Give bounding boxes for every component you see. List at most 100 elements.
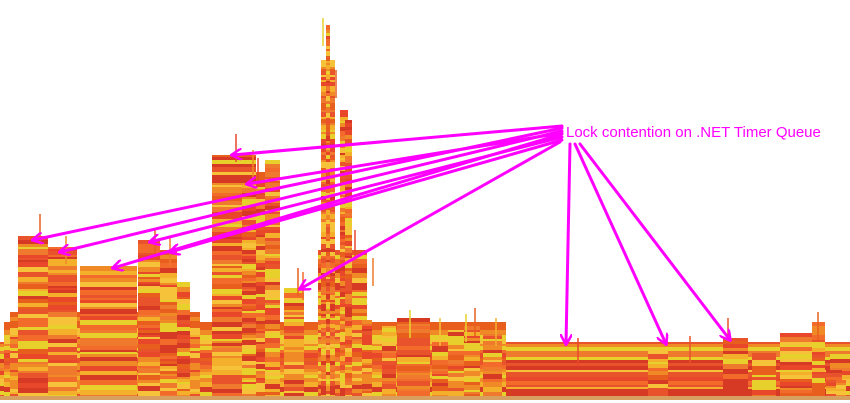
flame-tower xyxy=(345,120,352,398)
flame-frame xyxy=(326,200,330,203)
flame-frame xyxy=(212,304,256,307)
flame-frame xyxy=(362,391,372,393)
flame-frame xyxy=(242,199,256,204)
flame-frame xyxy=(648,368,668,371)
flame-frame xyxy=(212,205,256,207)
flame-frame xyxy=(138,277,160,279)
flame-frame xyxy=(256,246,265,250)
flame-frame xyxy=(48,282,77,286)
flame-frame xyxy=(242,291,256,295)
flame-frame xyxy=(138,289,160,293)
flame-frame xyxy=(80,333,137,338)
flame-tower xyxy=(18,236,48,398)
flame-frame xyxy=(212,175,256,180)
flame-frame xyxy=(326,210,330,215)
flame-frame xyxy=(177,315,190,320)
flame-frame xyxy=(80,309,137,314)
flame-frame xyxy=(326,302,330,304)
flame-frame xyxy=(448,384,464,388)
flame-frame xyxy=(326,273,330,277)
flame-frame xyxy=(723,379,748,381)
flame-frame xyxy=(345,365,352,367)
flame-frame xyxy=(340,319,348,321)
flame-frame xyxy=(448,336,464,340)
flame-frame xyxy=(723,351,748,354)
flame-frame xyxy=(212,284,256,289)
flame-frame xyxy=(265,249,280,254)
flame-frame xyxy=(397,329,430,333)
flame-frame xyxy=(326,283,330,286)
flame-frame xyxy=(242,313,256,318)
flame-frame xyxy=(138,330,160,333)
flame-frame xyxy=(138,391,160,394)
flame-frame xyxy=(345,321,352,326)
flame-frame xyxy=(340,365,348,370)
flame-frame xyxy=(256,352,265,357)
flame-frame xyxy=(382,378,396,381)
flame-frame xyxy=(326,118,330,120)
flame-frame xyxy=(18,267,48,272)
flame-frame xyxy=(242,256,256,259)
flame-frame xyxy=(362,359,372,363)
flame-frame xyxy=(242,382,256,384)
flame-frame xyxy=(284,352,304,357)
flame-frame xyxy=(326,372,330,375)
flame-frame xyxy=(340,158,348,160)
flame-frame xyxy=(138,317,160,321)
flame-frame xyxy=(345,218,352,221)
flame-tower xyxy=(648,350,668,398)
flame-frame xyxy=(345,258,352,261)
flame-frame xyxy=(780,386,815,388)
flame-frame xyxy=(18,393,48,397)
flame-frame xyxy=(48,370,77,375)
flame-frame xyxy=(160,359,177,361)
flame-frame xyxy=(242,188,256,193)
flame-frame xyxy=(48,339,77,343)
flame-frame xyxy=(284,342,304,347)
flame-frame xyxy=(648,380,668,384)
flame-frame xyxy=(256,392,265,396)
flame-frame xyxy=(242,230,256,232)
flame-frame xyxy=(48,261,77,266)
flame-frame xyxy=(483,362,502,367)
flame-frame xyxy=(80,266,137,271)
flame-frame xyxy=(160,320,177,323)
flame-frame xyxy=(284,391,304,393)
flame-frame xyxy=(483,387,502,392)
flame-frame xyxy=(265,278,280,282)
flame-frame xyxy=(448,371,464,373)
flame-frame xyxy=(265,376,280,379)
flame-frame xyxy=(212,255,256,260)
flame-frame xyxy=(284,339,304,342)
flame-frame xyxy=(345,207,352,209)
flame-frame xyxy=(177,377,190,379)
flame-frame xyxy=(48,288,77,290)
flame-frame xyxy=(340,252,348,257)
flame-frame xyxy=(340,212,348,214)
annotation-arrow xyxy=(578,142,730,340)
flame-frame xyxy=(212,268,256,272)
flame-frame xyxy=(265,362,280,367)
flame-frame xyxy=(138,380,160,383)
flame-frame xyxy=(812,383,825,388)
flame-frame xyxy=(326,391,330,394)
flame-frame xyxy=(212,366,256,370)
flame-frame xyxy=(80,298,137,300)
flame-frame xyxy=(326,386,330,391)
flame-frame xyxy=(256,282,265,286)
flame-frame xyxy=(345,388,352,391)
flame-frame xyxy=(265,227,280,230)
flame-frame xyxy=(448,351,464,355)
flame-frame xyxy=(284,365,304,369)
flame-frame xyxy=(160,302,177,305)
flame-frame xyxy=(212,346,256,348)
flame-frame xyxy=(177,320,190,324)
flame-frame xyxy=(212,227,256,232)
flame-frame xyxy=(18,244,48,247)
flame-frame xyxy=(382,332,396,336)
flame-frame xyxy=(80,357,137,361)
flame-frame xyxy=(138,333,160,335)
flame-frame xyxy=(464,378,480,382)
annotation-arrow xyxy=(232,124,564,155)
flame-frame xyxy=(48,347,77,352)
